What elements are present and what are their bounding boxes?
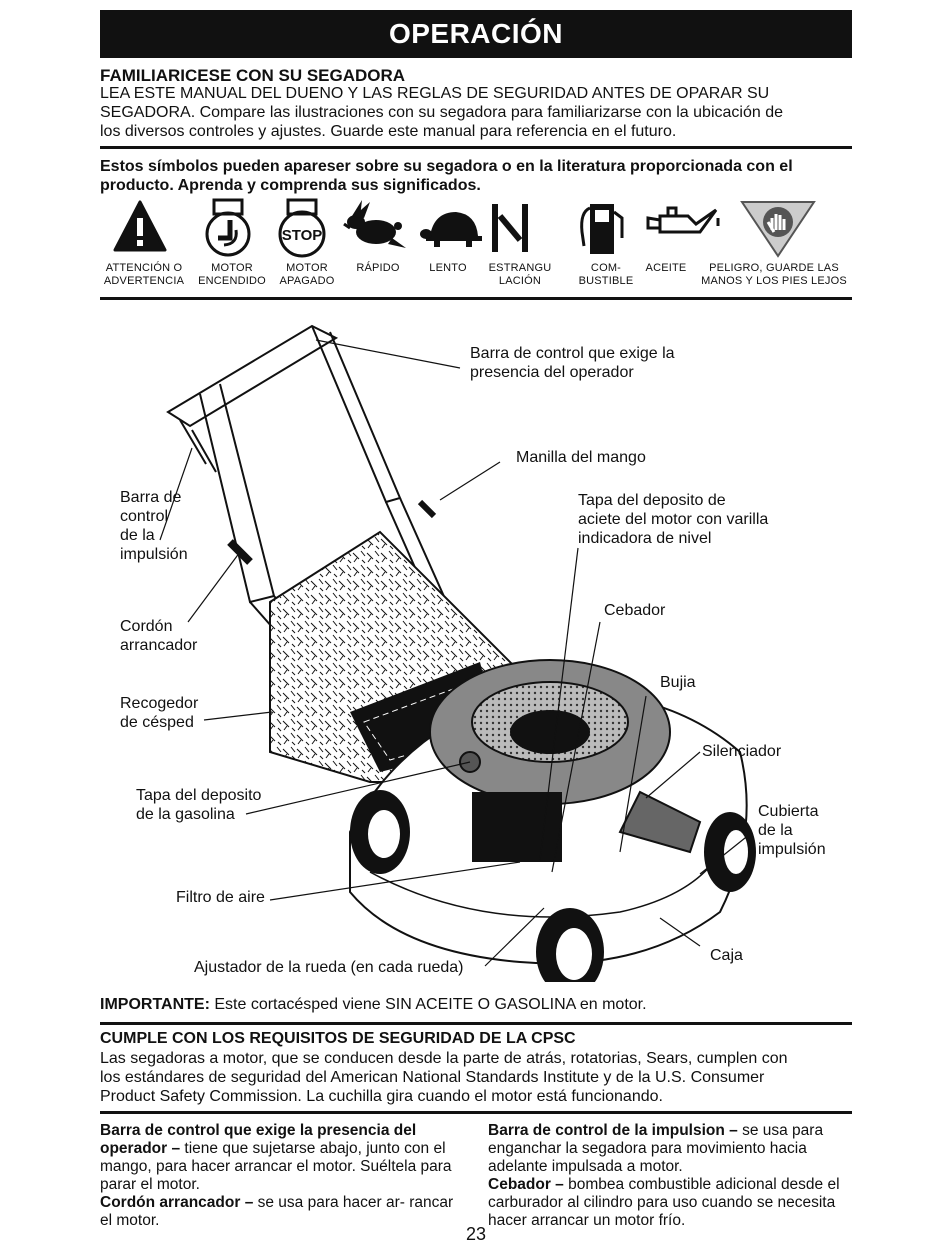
callout-fuel-cap: Tapa del deposito de la gasolina xyxy=(136,787,262,823)
symbol-label: LENTO xyxy=(429,262,467,274)
engine-stop-icon: STOP xyxy=(278,198,326,258)
callout-muffler: Silenciador xyxy=(702,743,782,760)
cpsc-line: Product Safety Commission. La cuchilla g… xyxy=(100,1088,663,1105)
symbol-label: ESTRANGU LACIÓN xyxy=(488,262,552,287)
callout-spark-plug: Bujia xyxy=(660,674,696,691)
symbols-intro-line: producto. Aprenda y comprenda sus signif… xyxy=(100,177,481,194)
callout-grass-bag: Recogedor de césped xyxy=(120,695,199,731)
divider xyxy=(100,1111,852,1114)
callout-starter-cord: Cordón arrancador xyxy=(120,618,198,654)
definition-item: Barra de control de la impulsion – se us… xyxy=(488,1122,824,1175)
callout-drive-cover: Cubierta de la impulsión xyxy=(758,803,826,858)
cpsc-line: los estándares de seguridad del American… xyxy=(100,1069,765,1086)
intro-title: FAMILIARICESE CON SU SEGADORA xyxy=(100,66,406,85)
stop-text: STOP xyxy=(282,227,323,244)
callout-housing: Caja xyxy=(710,947,743,964)
page-title-banner: OPERACIÓN xyxy=(100,10,852,58)
callout-wheel-adjuster: Ajustador de la rueda (en cada rueda) xyxy=(194,959,464,976)
symbol-label: COM- BUSTIBLE xyxy=(578,262,634,287)
oil-can-icon xyxy=(646,206,720,234)
intro-line: LEA ESTE MANUAL DEL DUENO Y LAS REGLAS D… xyxy=(100,85,770,102)
symbol-label: MOTOR ENCENDIDO xyxy=(198,262,266,287)
page-number: 23 xyxy=(466,1224,487,1244)
intro-line: los diversos controles y ajustes. Guarde… xyxy=(100,123,677,140)
side-wheel xyxy=(704,812,756,892)
definitions-right: Barra de control de la impulsion – se us… xyxy=(488,1122,848,1230)
rabbit-fast-icon xyxy=(343,200,406,248)
definition-item: Cebador – bombea combustible adicional d… xyxy=(488,1176,840,1229)
page-title: OPERACIÓN xyxy=(388,18,564,49)
definitions-left: Barra de control que exige la presencia … xyxy=(100,1122,460,1230)
warning-triangle-icon xyxy=(113,200,167,252)
symbol-label: ACEITE xyxy=(645,262,687,274)
cpsc-line: Las segadoras a motor, que se conducen d… xyxy=(100,1050,788,1067)
engine xyxy=(429,659,702,862)
important-note: IMPORTANTE: Este cortacésped viene SIN A… xyxy=(100,996,647,1014)
intro-line: SEGADORA. Compare las ilustraciones con … xyxy=(100,104,783,121)
important-label: IMPORTANTE: xyxy=(100,996,210,1013)
definition-item: Cordón arrancador – se usa para hacer ar… xyxy=(100,1194,454,1229)
definition-item: Barra de control que exige la presencia … xyxy=(100,1122,452,1193)
intro-text: LEA ESTE MANUAL DEL DUENO Y LAS REGLAS D… xyxy=(100,84,855,141)
front-wheel xyxy=(536,908,604,982)
symbol-label: MOTOR APAGADO xyxy=(279,262,335,287)
lawn-mower-illustration xyxy=(159,324,756,982)
divider xyxy=(100,297,852,300)
turtle-slow-icon xyxy=(420,212,482,247)
callout-air-filter: Filtro de aire xyxy=(176,889,265,906)
callout-drive-bar: Barra de control de la impulsión xyxy=(120,489,188,563)
rear-wheel xyxy=(350,790,410,874)
divider xyxy=(100,146,852,149)
divider xyxy=(100,1022,852,1025)
symbols-intro: Estos símbolos pueden apareser sobre su … xyxy=(100,157,855,195)
important-text: Este cortacésped viene SIN ACEITE O GASO… xyxy=(209,996,647,1013)
symbol-label: ATTENCIÓN O ADVERTENCIA xyxy=(103,262,185,287)
symbol-label: PELIGRO, GUARDE LAS MANOS Y LOS PIES LEJ… xyxy=(701,262,847,287)
choke-icon xyxy=(492,204,528,252)
callout-oil-cap: Tapa del deposito de aciete del motor co… xyxy=(578,492,769,547)
callout-operator-bar: Barra de control que exige la presencia … xyxy=(470,345,675,381)
callout-primer: Cebador xyxy=(604,602,666,619)
engine-on-icon xyxy=(205,198,251,257)
cpsc-text: Las segadoras a motor, que se conducen d… xyxy=(100,1049,855,1106)
fuel-pump-icon xyxy=(580,204,624,254)
symbols-intro-line: Estos símbolos pueden apareser sobre su … xyxy=(100,158,793,175)
symbol-label: RÁPIDO xyxy=(356,262,400,274)
leader-lines xyxy=(159,339,751,967)
hand-danger-icon xyxy=(740,201,816,258)
cpsc-title: CUMPLE CON LOS REQUISITOS DE SEGURIDAD D… xyxy=(100,1030,576,1047)
callout-handle: Manilla del mango xyxy=(516,449,646,466)
